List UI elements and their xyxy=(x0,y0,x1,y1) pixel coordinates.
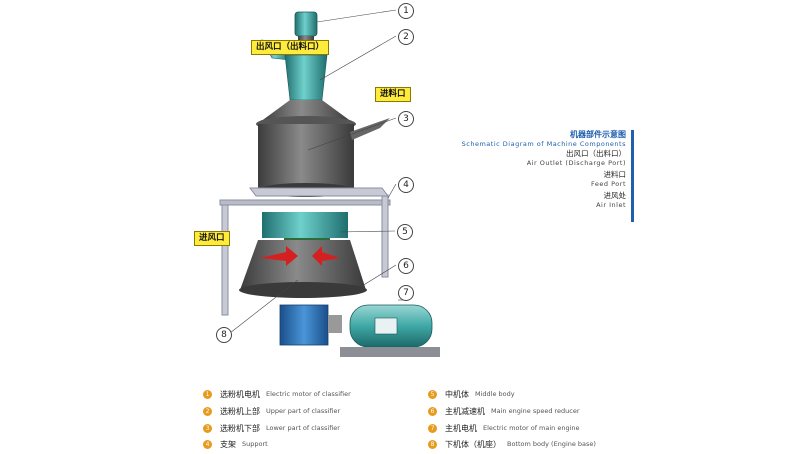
part-name-en: Lower part of classifier xyxy=(266,424,340,432)
number-4: 4 xyxy=(398,177,414,193)
support-frame xyxy=(219,187,391,316)
part-item: 5 中机体 Middle body xyxy=(428,387,515,401)
classifier-cone xyxy=(260,100,352,122)
number-3: 3 xyxy=(398,111,414,127)
legend-item-en: Air Outlet (Discharge Port) xyxy=(526,159,626,167)
part-name-cn: 主机减速机 xyxy=(445,406,485,416)
part-number-badge: 2 xyxy=(203,406,212,416)
main-reducer xyxy=(279,304,342,346)
part-item: 4 支架 Support xyxy=(203,437,268,451)
part-name-en: Middle body xyxy=(475,390,515,398)
part-name-cn: 下机体（机座） xyxy=(445,439,501,449)
part-number-badge: 3 xyxy=(203,423,212,433)
legend-item-cn: 进风处 xyxy=(603,191,627,200)
machine-illustration xyxy=(219,9,440,357)
part-name-cn: 选粉机上部 xyxy=(220,406,260,416)
legend-title: 机器部件示意图 xyxy=(570,130,626,139)
number-2: 2 xyxy=(398,29,414,45)
leader-lines xyxy=(229,9,404,334)
callout-air-outlet: 出风口（出料口） xyxy=(251,40,330,55)
number-8: 8 xyxy=(216,327,232,343)
number-7: 7 xyxy=(398,285,414,301)
number-1: 1 xyxy=(398,3,414,19)
part-name-en: Upper part of classifier xyxy=(266,407,341,415)
part-name-cn: 主机电机 xyxy=(445,423,477,433)
legend-bar xyxy=(631,130,634,222)
part-number-badge: 7 xyxy=(428,423,437,433)
part-name-en: Bottom body (Engine base) xyxy=(507,440,596,448)
part-name-cn: 选粉机电机 xyxy=(220,389,260,399)
part-name-en: Electric motor of classifier xyxy=(266,390,351,398)
part-name-en: Electric motor of main engine xyxy=(483,424,580,432)
part-item: 3 选粉机下部 Lower part of classifier xyxy=(203,421,340,435)
part-number-badge: 6 xyxy=(428,406,437,416)
number-5: 5 xyxy=(397,224,413,240)
part-item: 2 选粉机上部 Upper part of classifier xyxy=(203,404,340,418)
part-number-badge: 1 xyxy=(203,389,212,399)
diagram-legend: 机器部件示意图 Schematic Diagram of Machine Com… xyxy=(458,130,634,222)
legend-item-cn: 进料口 xyxy=(603,170,627,179)
part-number-badge: 5 xyxy=(428,389,437,399)
part-name-cn: 中机体 xyxy=(445,389,469,399)
part-name-en: Main engine speed reducer xyxy=(491,407,580,415)
air-inlet-arrows xyxy=(260,246,340,266)
part-item: 7 主机电机 Electric motor of main engine xyxy=(428,421,580,435)
legend-item-en: Air Inlet xyxy=(596,201,626,209)
part-item: 6 主机减速机 Main engine speed reducer xyxy=(428,404,580,418)
main-motor xyxy=(340,304,440,357)
feed-port xyxy=(350,118,390,140)
lower-classifier xyxy=(256,116,356,197)
part-number-badge: 4 xyxy=(203,439,212,449)
legend-subtitle: Schematic Diagram of Machine Components xyxy=(461,140,626,148)
legend-item-cn: 出风口（出料口） xyxy=(566,149,626,158)
part-name-cn: 选粉机下部 xyxy=(220,423,260,433)
part-item: 8 下机体（机座） Bottom body (Engine base) xyxy=(428,437,596,451)
part-item: 1 选粉机电机 Electric motor of classifier xyxy=(203,387,351,401)
number-6: 6 xyxy=(398,258,414,274)
part-name-en: Support xyxy=(242,440,268,448)
part-name-cn: 支架 xyxy=(220,439,236,449)
callout-air-inlet: 进风口 xyxy=(194,231,230,246)
bottom-body xyxy=(239,240,367,298)
part-number-badge: 8 xyxy=(428,439,437,449)
legend-item-en: Feed Port xyxy=(591,180,626,188)
callout-feed-port: 进料口 xyxy=(375,87,411,102)
